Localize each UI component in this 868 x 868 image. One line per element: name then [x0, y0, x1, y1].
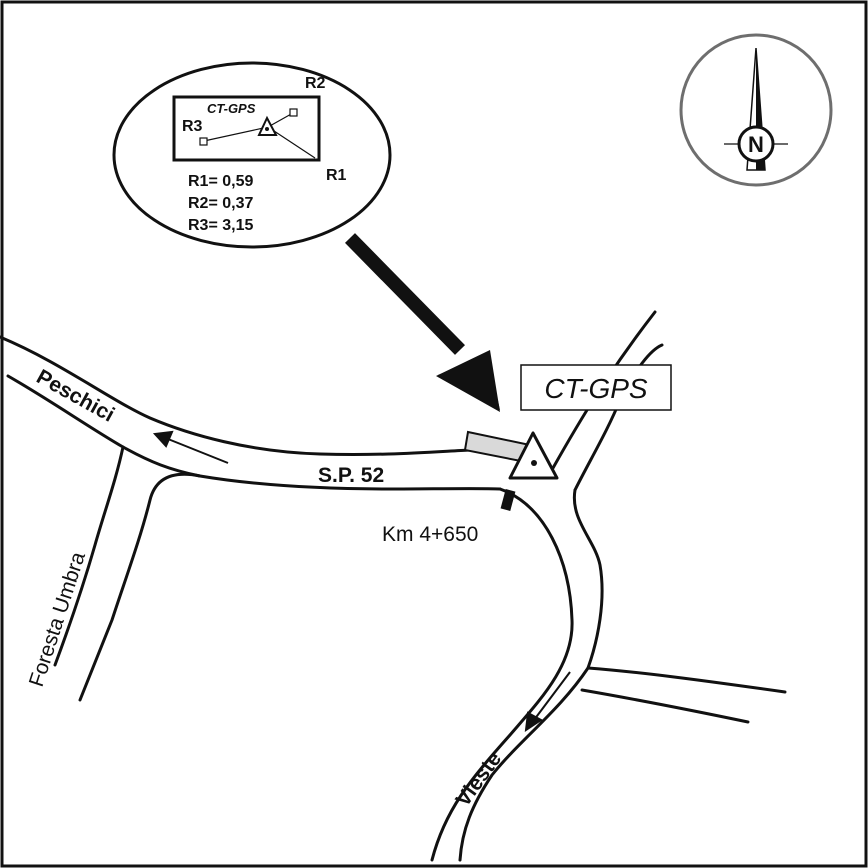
- ref-marker-r3-icon: [199, 137, 208, 146]
- station-label-box: [520, 364, 672, 411]
- station-label: CT-GPS: [544, 373, 648, 404]
- ref-marker-r2-icon: [289, 108, 298, 117]
- foresta-road-left-edge: [53, 445, 125, 667]
- inset-ref-r1: R1: [326, 167, 347, 184]
- inset-ref-r2: R2: [305, 75, 326, 92]
- pointer-arrow: [345, 233, 500, 412]
- arrow-to-peschici: [167, 438, 229, 464]
- km-marker: [500, 489, 516, 511]
- compass-letter: N: [748, 132, 764, 157]
- foresta-road-right-edge: [78, 472, 202, 702]
- road-label: S.P. 52: [318, 464, 384, 487]
- inset-ref-r3: R3: [182, 118, 203, 135]
- arrow-head-icon: [524, 711, 543, 733]
- east-road-lower-edge: [580, 688, 750, 724]
- inset-distance-r3: R3= 3,15: [188, 217, 253, 234]
- vieste-road-left-edge: [430, 487, 574, 862]
- sp52-lower-edge: [6, 374, 502, 491]
- inset-distance-r2: R2= 0,37: [188, 195, 253, 212]
- north-arrow-icon: N: [679, 33, 833, 187]
- gps-station-icon: [508, 431, 559, 480]
- km-label: Km 4+650: [382, 523, 478, 546]
- arrow-head-icon: [152, 430, 174, 448]
- inset-distance-r1: R1= 0,59: [188, 173, 253, 190]
- inset-site-box: [172, 95, 321, 162]
- arrow-to-vieste: [533, 671, 571, 721]
- direction-arrows: [152, 430, 571, 733]
- inset-station-label: CT-GPS: [207, 101, 256, 116]
- roads: [0, 310, 787, 862]
- inset-detail: CT-GPS R2 R3 R1 R1= 0,59 R2= 0,37 R3= 3,…: [112, 61, 392, 249]
- sp52-upper-edge: [0, 335, 472, 457]
- east-road-upper-edge: [586, 666, 787, 694]
- inset-station-icon: [257, 115, 278, 136]
